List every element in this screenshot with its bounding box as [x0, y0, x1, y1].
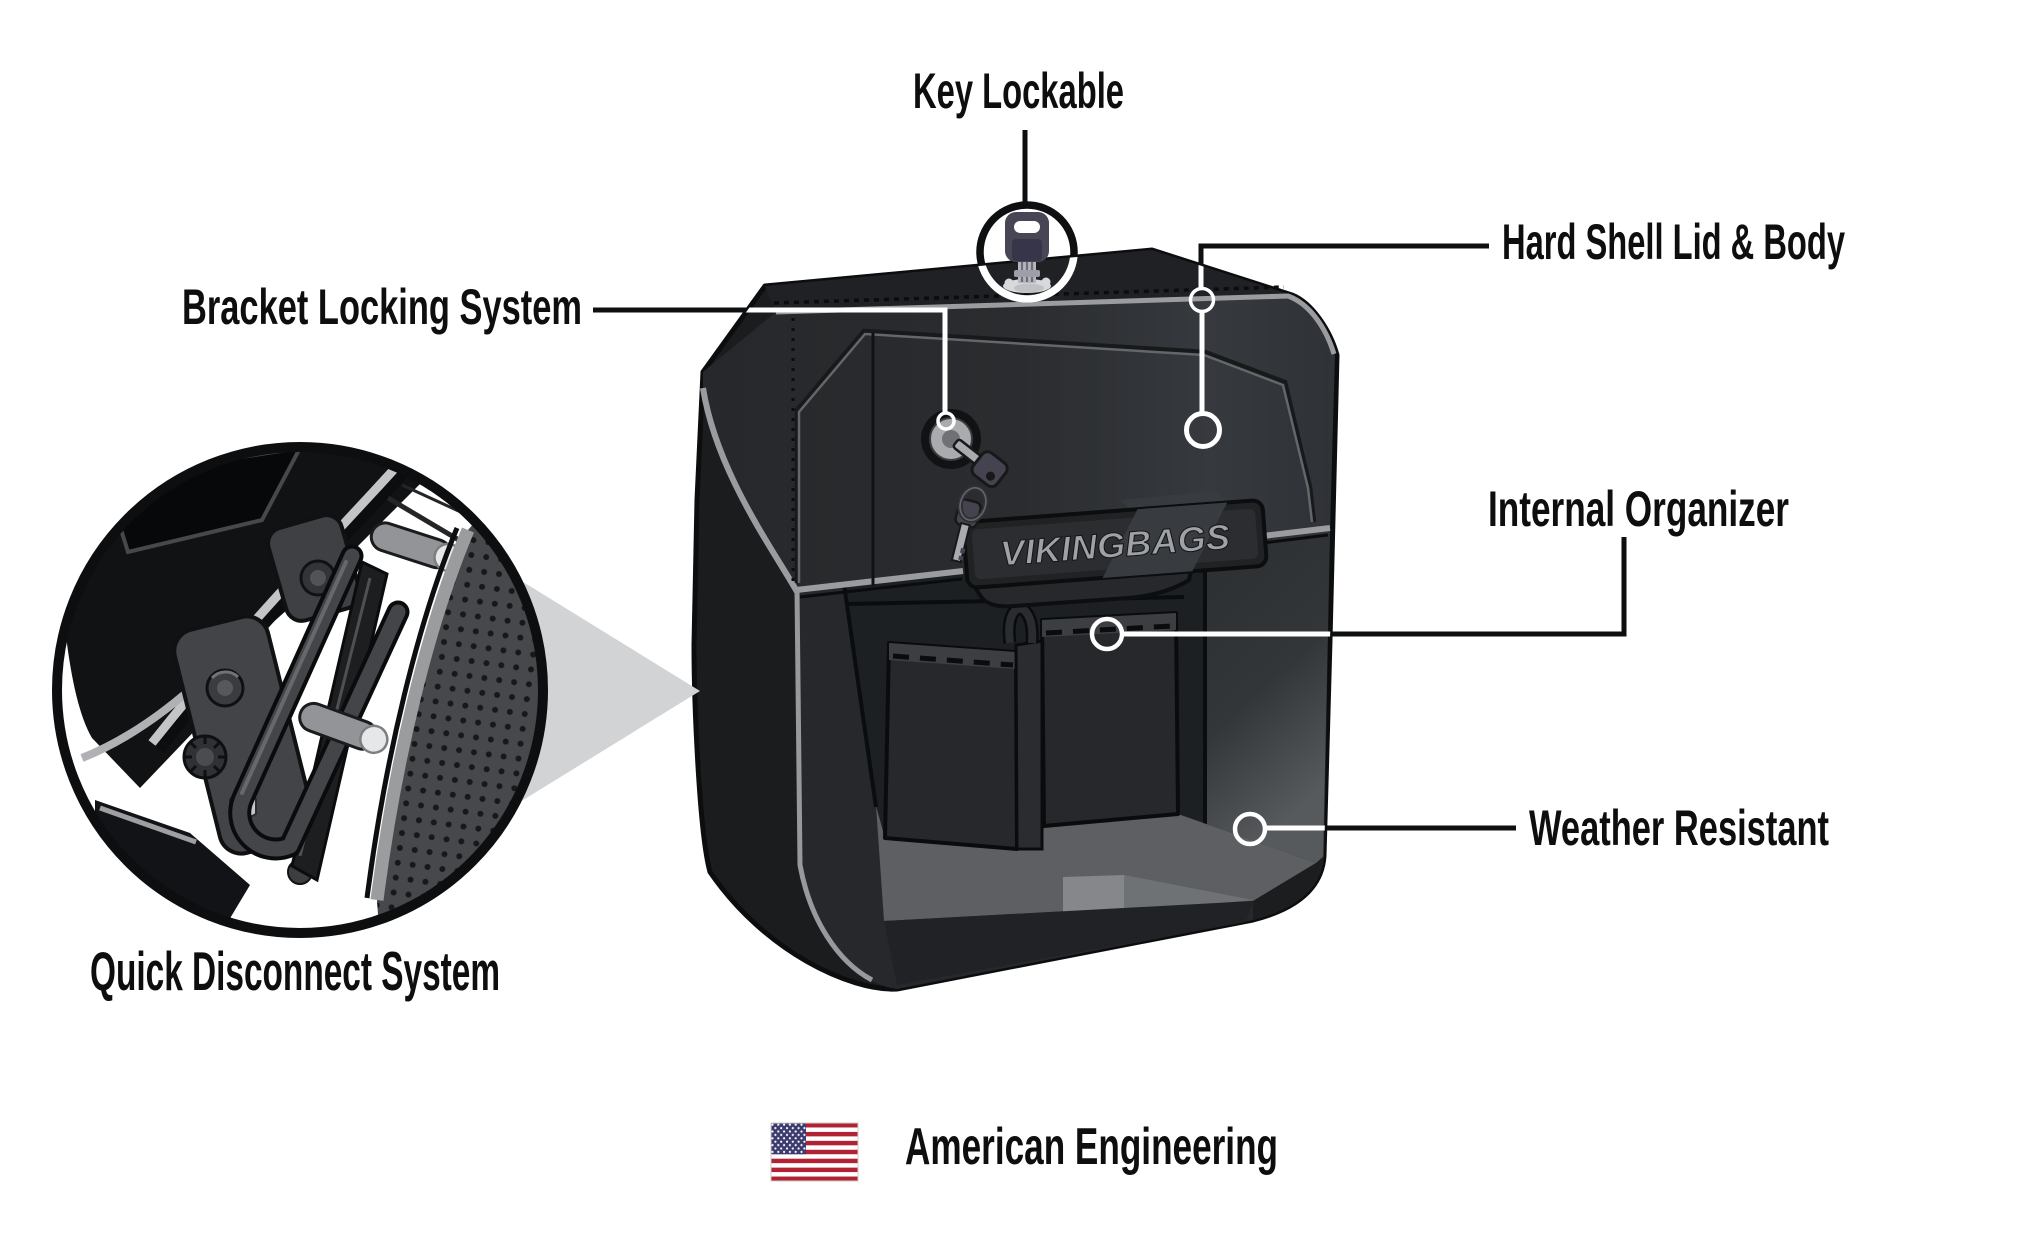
- svg-text:Weather Resistant: Weather Resistant: [1529, 800, 1829, 856]
- svg-text:Quick Disconnect System: Quick Disconnect System: [90, 940, 500, 1002]
- svg-text:VIKINGBAGS: VIKINGBAGS: [999, 517, 1231, 573]
- svg-text:Internal Organizer: Internal Organizer: [1488, 481, 1789, 537]
- svg-text:Bracket Locking System: Bracket Locking System: [182, 279, 582, 335]
- svg-text:Hard Shell Lid & Body: Hard Shell Lid & Body: [1502, 214, 1845, 270]
- svg-text:Key Lockable: Key Lockable: [913, 63, 1124, 119]
- svg-text:American Engineering: American Engineering: [905, 1118, 1278, 1176]
